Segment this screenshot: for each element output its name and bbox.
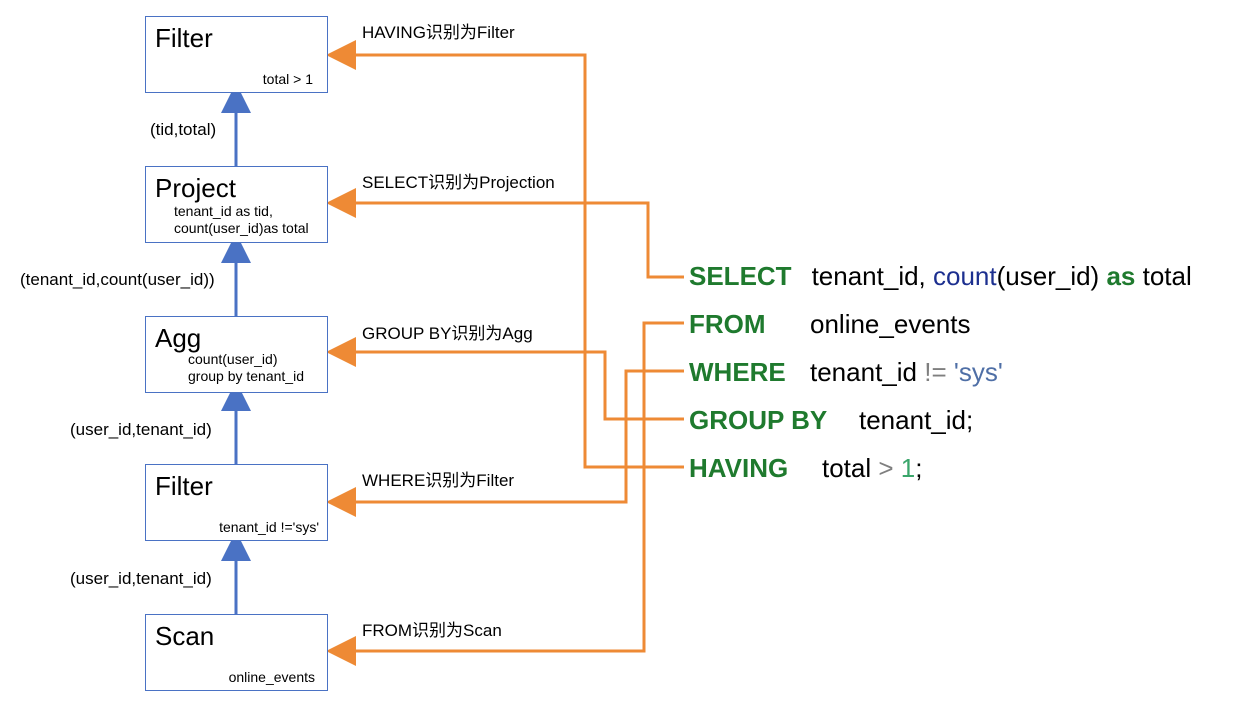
mapping-label-where: WHERE识别为Filter — [362, 471, 515, 490]
node-detail: total > 1 — [262, 71, 313, 87]
node-title: Agg — [155, 323, 202, 353]
sql-text: total — [822, 453, 879, 483]
node-filter-where: Filter tenant_id !='sys' — [145, 464, 328, 541]
node-title: Filter — [155, 23, 213, 53]
sql-keyword: GROUP BY — [689, 405, 828, 435]
edge-label-scan-filter: (user_id,tenant_id) — [70, 569, 212, 588]
sql-keyword: FROM — [689, 309, 766, 339]
sql-line-group-by: GROUP BY tenant_id; — [689, 404, 973, 436]
node-title: Project — [155, 173, 236, 203]
sql-function: count — [933, 261, 997, 291]
edge-label-project-filter: (tid,total) — [150, 120, 217, 139]
sql-number: 1 — [893, 453, 916, 483]
mapping-label-group-by: GROUP BY识别为Agg — [362, 324, 533, 343]
sql-keyword: SELECT — [689, 261, 792, 291]
node-detail: tenant_id !='sys' — [219, 519, 319, 535]
sql-operator: != — [924, 357, 947, 387]
sql-text: tenant_id, — [811, 261, 934, 291]
node-detail: tenant_id as tid, count(user_id)as total — [174, 203, 309, 236]
sql-string: 'sys' — [946, 357, 1003, 387]
sql-text: (user_id) — [996, 261, 1107, 291]
mapping-arrow-from — [326, 321, 684, 666]
mapping-arrow-where — [326, 369, 684, 517]
sql-text: tenant_id — [810, 357, 925, 387]
node-detail: count(user_id) group by tenant_id — [188, 351, 304, 384]
sql-line-from: FROM online_events — [689, 308, 970, 340]
node-detail: online_events — [228, 669, 315, 685]
mapping-arrow-select — [326, 188, 684, 279]
sql-line-select: SELECT tenant_id, count(user_id) as total — [689, 260, 1192, 292]
mapping-arrow-group-by — [326, 337, 684, 421]
sql-line-having: HAVING total > 1; — [689, 452, 922, 484]
sql-text: ; — [915, 453, 923, 483]
mapping-label-from: FROM识别为Scan — [362, 621, 502, 640]
edge-label-agg-project: (tenant_id,count(user_id)) — [20, 270, 215, 289]
sql-keyword: HAVING — [689, 453, 789, 483]
node-filter-having: Filter total > 1 — [145, 16, 328, 93]
mapping-arrow-having — [326, 40, 684, 469]
sql-text: total — [1135, 261, 1192, 291]
sql-line-where: WHERE tenant_id != 'sys' — [689, 356, 1003, 388]
sql-keyword: WHERE — [689, 357, 786, 387]
node-agg: Agg count(user_id) group by tenant_id — [145, 316, 328, 393]
edge-label-filter-agg: (user_id,tenant_id) — [70, 420, 212, 439]
sql-operator: > — [878, 453, 894, 483]
mapping-label-select: SELECT识别为Projection — [362, 173, 555, 192]
node-title: Filter — [155, 471, 213, 501]
node-title: Scan — [155, 621, 215, 651]
sql-text: tenant_id; — [859, 405, 974, 435]
mapping-label-having: HAVING识别为Filter — [362, 23, 515, 42]
sql-keyword: as — [1106, 261, 1136, 291]
node-scan: Scan online_events — [145, 614, 328, 691]
node-project: Project tenant_id as tid, count(user_id)… — [145, 166, 328, 243]
sql-text: online_events — [810, 309, 971, 339]
